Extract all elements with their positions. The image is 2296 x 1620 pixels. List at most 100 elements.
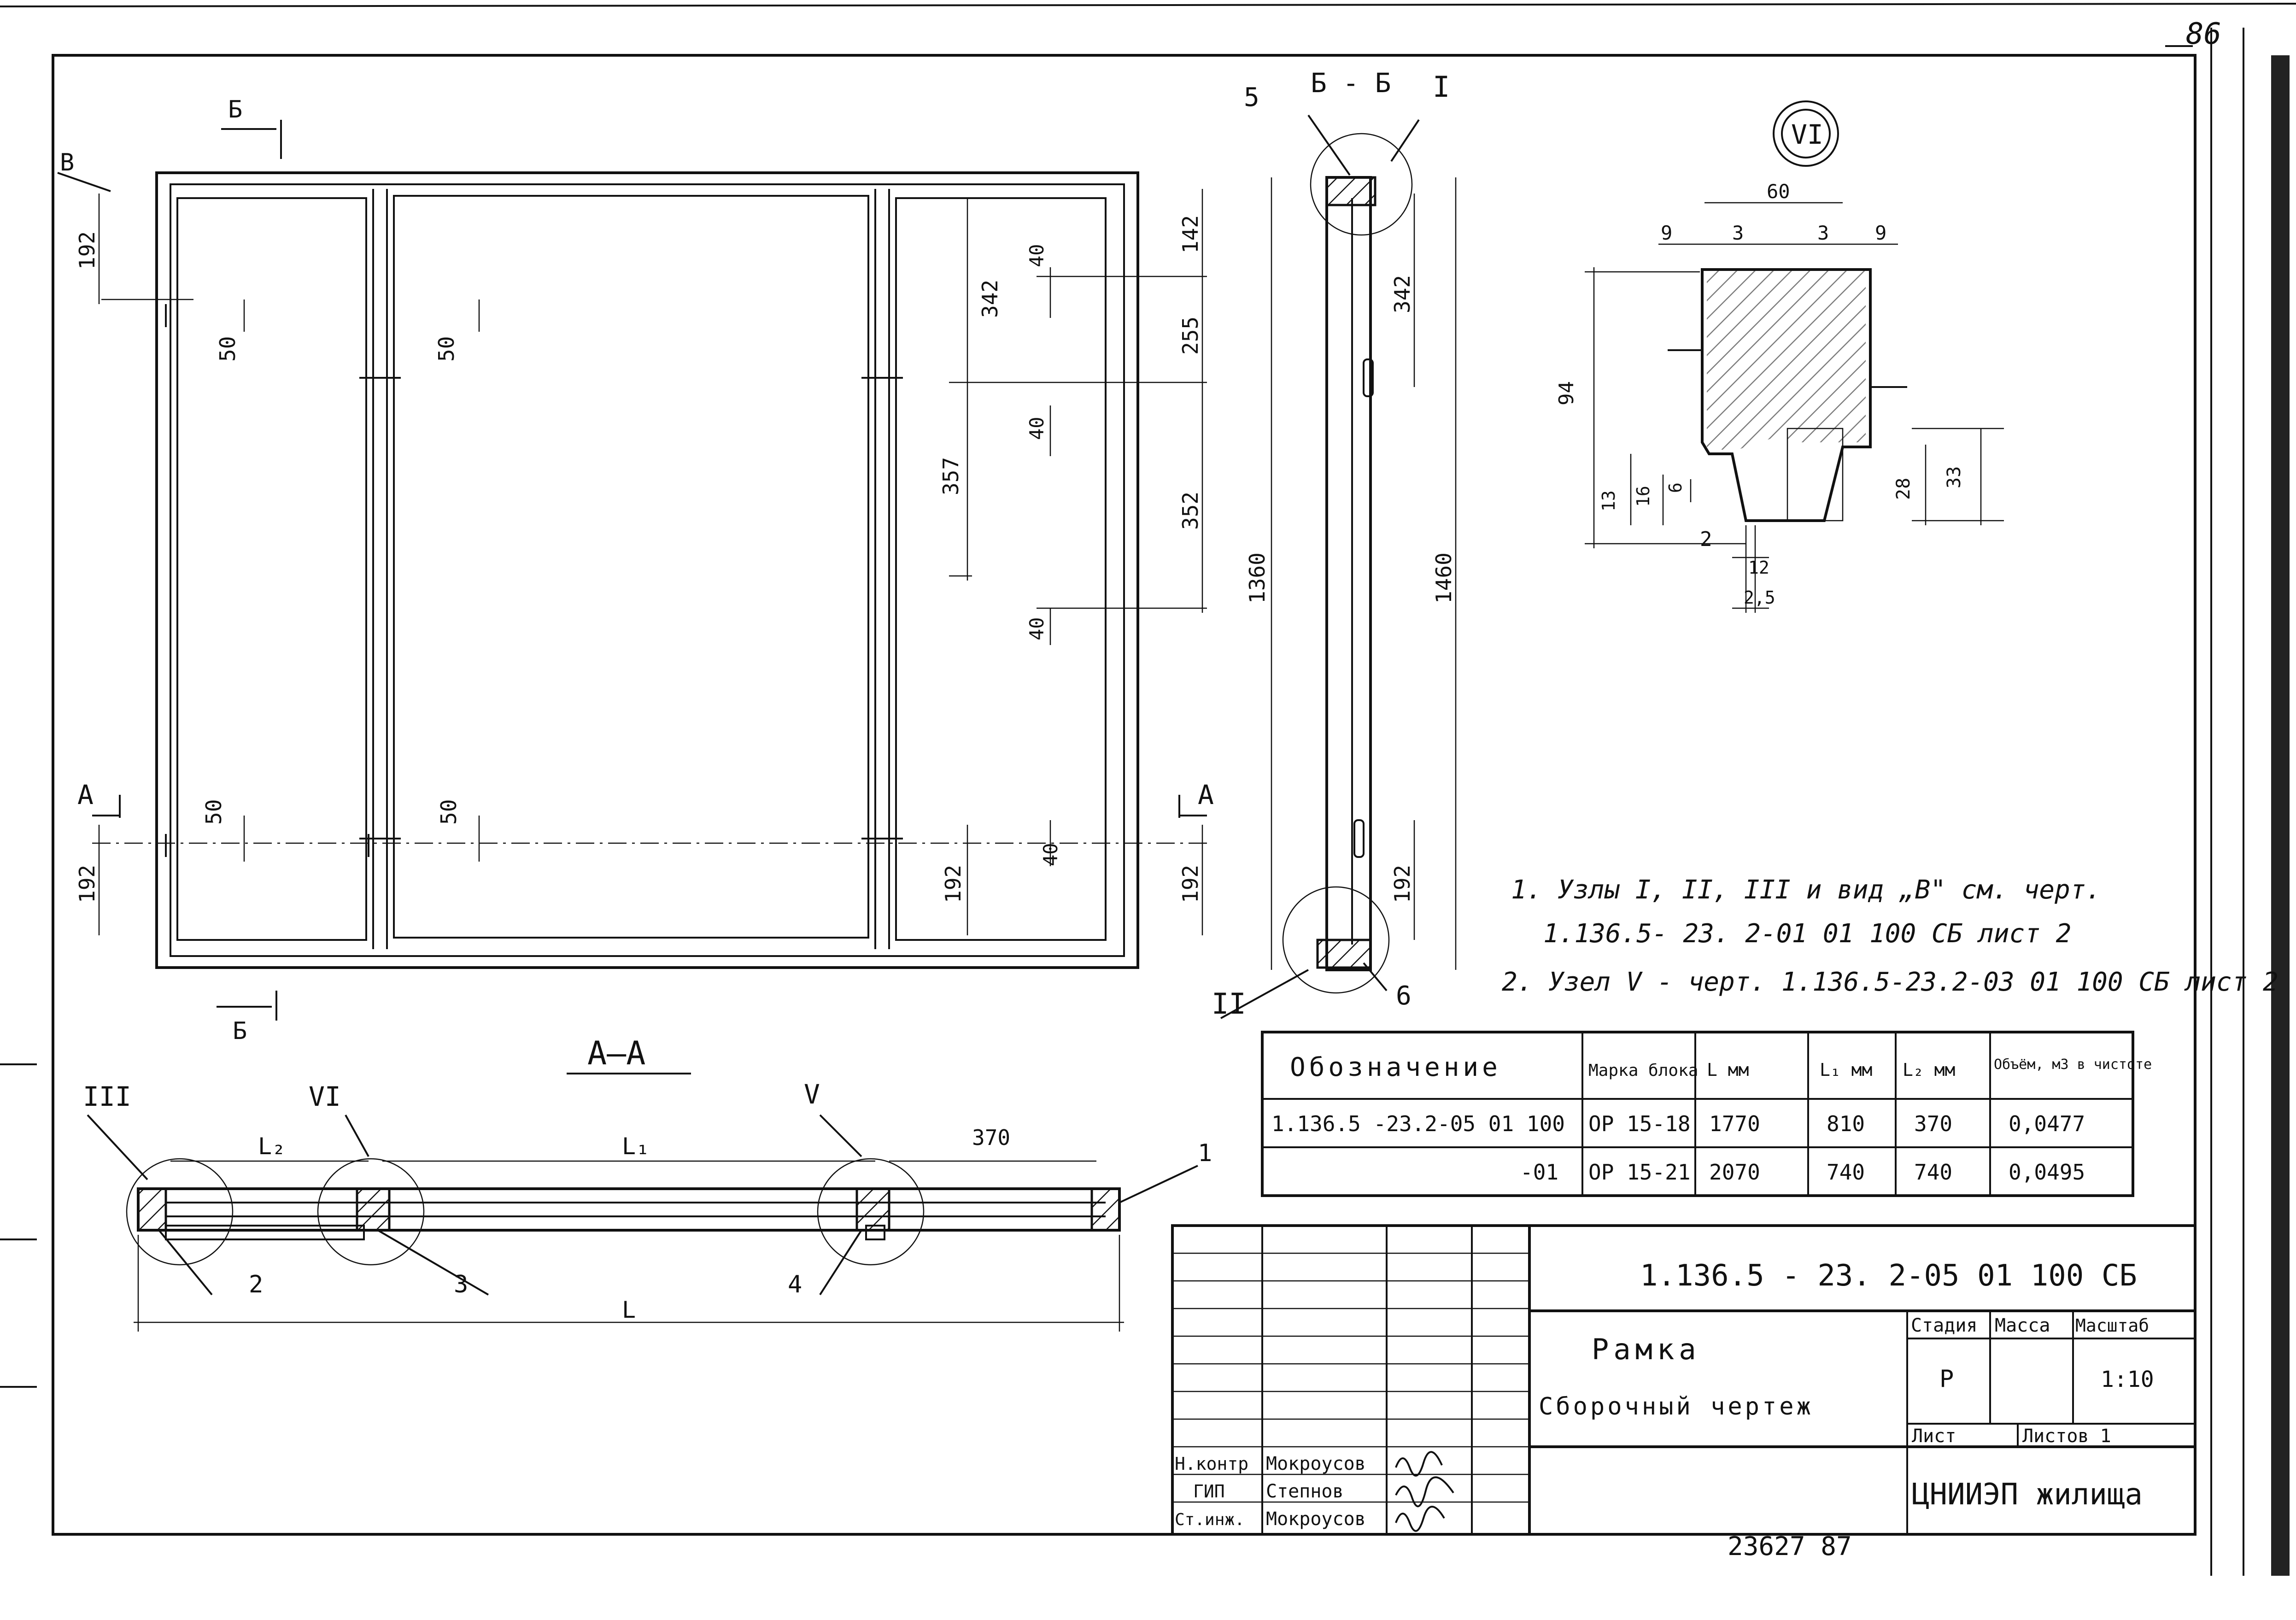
dim-255: 255: [1178, 317, 1203, 355]
detail-vi-label: VI: [1791, 119, 1823, 150]
spec-row-2-l: 2070: [1709, 1160, 1760, 1185]
spec-row-2-mark: ОР 15-21: [1588, 1160, 1691, 1185]
note-2: 2. Узел V - черт. 1.136.5-23.2-03 01 100…: [1502, 967, 2278, 997]
frame-elevation: [92, 171, 1207, 969]
signer-name-3: Мокроусов: [1266, 1508, 1366, 1530]
section-aa-pos-3: 3: [454, 1271, 468, 1298]
section-aa-pos-4: 4: [788, 1271, 802, 1298]
signer-name-2: Степнов: [1266, 1481, 1344, 1502]
scale-value: 1:10: [2101, 1367, 2154, 1392]
section-aa-pos-2: 2: [249, 1271, 263, 1298]
detail-vi: [1585, 100, 2004, 613]
spec-row-1-l2: 370: [1914, 1111, 1952, 1136]
dim-192-top: 192: [75, 231, 100, 270]
section-bb-node-2: II: [1212, 987, 1246, 1021]
spec-row-2-designation: -01: [1520, 1160, 1558, 1185]
dim-40-d: 40: [1039, 843, 1062, 866]
title-name: Рамка: [1592, 1332, 1701, 1366]
section-aa-node-6: VI: [309, 1081, 341, 1112]
detail-dim-94: 94: [1555, 381, 1578, 405]
detail-dim-2-5: 2,5: [1744, 587, 1775, 608]
dim-1460: 1460: [1431, 552, 1456, 604]
dim-50-d: 50: [436, 799, 461, 825]
signer-role-2: ГИП: [1193, 1481, 1225, 1502]
signatures: [1395, 1451, 1454, 1532]
detail-dim-9b: 9: [1875, 222, 1886, 244]
title-code: 1.136.5 - 23. 2-05 01 100 СБ: [1640, 1259, 2137, 1293]
stage-value: Р: [1939, 1365, 1954, 1393]
spec-header-designation: Обозначение: [1290, 1052, 1501, 1082]
detail-dim-16: 16: [1633, 486, 1653, 507]
spec-header-l1: L₁ мм: [1820, 1060, 1872, 1080]
sheets-label: Листов 1: [2022, 1426, 2111, 1447]
detail-dim-3a: 3: [1732, 222, 1744, 244]
dim-1360: 1360: [1245, 552, 1270, 604]
dim-352: 352: [1178, 492, 1203, 530]
spec-header-l: L мм: [1707, 1060, 1749, 1080]
dim-342: 342: [978, 280, 1002, 318]
section-aa-370: 370: [972, 1125, 1010, 1150]
organization: ЦНИИЭП жилища: [1912, 1478, 2143, 1512]
dim-192-bottom: 192: [75, 865, 100, 903]
signer-role-1: Н.контр: [1175, 1454, 1248, 1474]
detail-dim-13: 13: [1599, 490, 1619, 511]
section-aa-title: А–А: [587, 1034, 645, 1072]
spec-row-1-mark: ОР 15-18: [1588, 1111, 1691, 1136]
section-bb-pos-5: 5: [1244, 82, 1259, 112]
bottom-number: 23627 87: [1728, 1532, 1852, 1561]
spec-row-1-l1: 810: [1827, 1111, 1865, 1136]
section-aa-node-3: III: [83, 1081, 131, 1112]
detail-dim-28: 28: [1893, 478, 1914, 500]
section-markers: [57, 120, 1207, 1021]
section-mark-a-right: А: [1198, 779, 1214, 810]
section-mark-a-left: А: [77, 779, 94, 810]
dim-142: 142: [1178, 215, 1203, 253]
section-aa-node-5: V: [804, 1079, 820, 1110]
section-bb-title: Б - Б: [1311, 67, 1391, 99]
section-aa: [87, 1073, 1198, 1332]
sheet-frame: [0, 3, 2296, 1576]
spec-row-1-designation: 1.136.5 -23.2-05 01 100: [1271, 1111, 1565, 1136]
dim-357: 357: [938, 457, 963, 495]
dim-192-right-1: 192: [941, 865, 966, 903]
spec-row-2-l2: 740: [1914, 1160, 1952, 1185]
spec-row-2-volume: 0,0495: [2009, 1160, 2085, 1185]
dim-192-bb: 192: [1390, 865, 1415, 903]
dim-50-b: 50: [434, 336, 459, 362]
sheet-number: 86: [2186, 17, 2221, 51]
sheet-label: Лист: [1912, 1426, 1956, 1447]
detail-dim-12: 12: [1748, 558, 1769, 578]
section-aa-pos-1: 1: [1198, 1139, 1212, 1167]
section-aa-l: L: [622, 1297, 636, 1323]
dim-192-right-2: 192: [1178, 865, 1203, 903]
detail-dim-3b: 3: [1817, 222, 1829, 244]
dim-342-bb: 342: [1390, 275, 1415, 313]
detail-dim-6: 6: [1665, 482, 1686, 493]
spec-row-1-l: 1770: [1709, 1111, 1760, 1136]
spec-table: [1261, 1031, 2134, 1197]
spec-row-1-volume: 0,0477: [2009, 1111, 2085, 1136]
dim-40-b: 40: [1025, 417, 1048, 440]
spec-row-2-l1: 740: [1827, 1160, 1865, 1185]
spec-header-l2: L₂ мм: [1903, 1060, 1955, 1080]
view-mark-v: В: [60, 149, 74, 176]
section-bb-pos-6: 6: [1396, 981, 1412, 1011]
section-bb-node-1: I: [1433, 70, 1450, 104]
mass-label: Масса: [1995, 1315, 2050, 1336]
detail-dim-9a: 9: [1661, 222, 1672, 244]
section-bb: [1220, 114, 1457, 1019]
title-subtitle: Сборочный чертеж: [1539, 1393, 1814, 1420]
detail-dim-2: 2: [1700, 528, 1712, 551]
spec-header-volume: Объём, м3 в чистоте: [1994, 1057, 2152, 1073]
section-mark-b-top: Б: [228, 96, 242, 123]
note-1-ref: 1.136.5- 23. 2-01 01 100 СБ лист 2: [1543, 919, 2071, 949]
dim-40-a: 40: [1025, 244, 1048, 267]
detail-dim-33: 33: [1944, 466, 1965, 488]
section-aa-l1: L₁: [622, 1133, 650, 1160]
stage-label: Стадия: [1911, 1315, 1978, 1336]
scale-label: Масштаб: [2075, 1315, 2149, 1336]
note-1: 1. Узлы I, II, III и вид „В" см. черт.: [1511, 875, 2101, 905]
detail-dim-60: 60: [1767, 180, 1790, 203]
dim-50-c: 50: [201, 799, 226, 825]
